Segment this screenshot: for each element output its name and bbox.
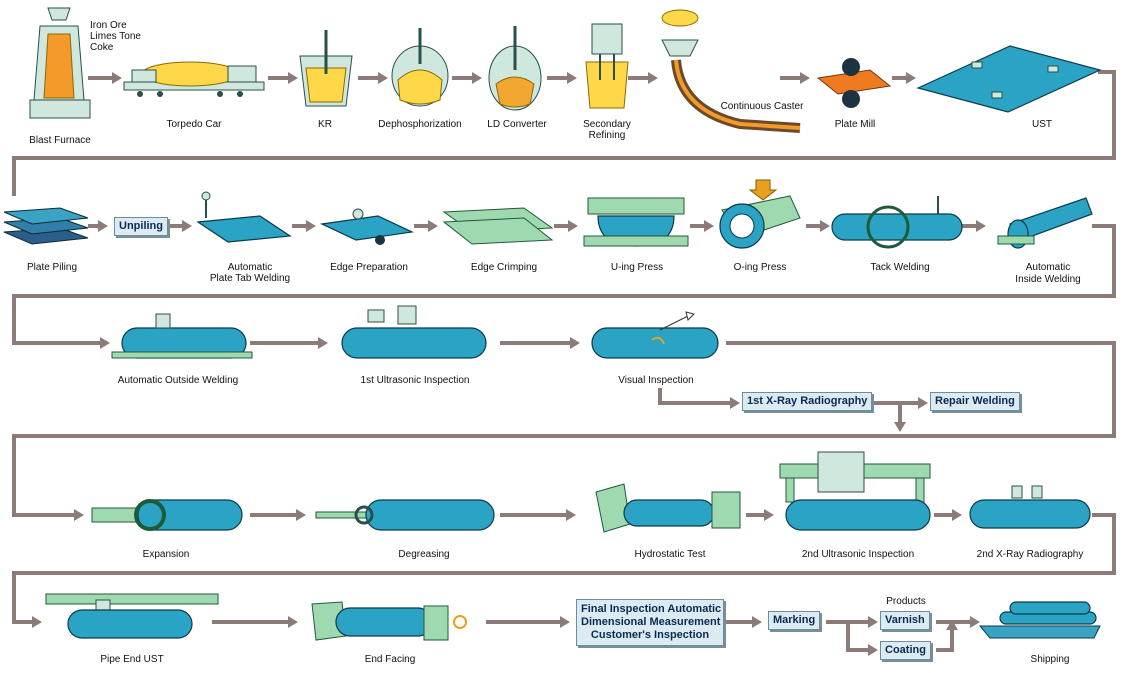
degreasing-illustration [315, 499, 495, 531]
label-u-ing-press: U-ing Press [610, 262, 664, 273]
label-first-ultrasonic: 1st Ultrasonic Inspection [360, 375, 470, 386]
raw-material-limestone: Limes Tone [90, 31, 141, 42]
label-inside-welding-2: Inside Welding [1015, 274, 1081, 285]
pipe-end-ust-illustration [45, 593, 219, 639]
label-ld-converter: LD Converter [487, 119, 547, 130]
final-inspection-line-2: Dimensional Measurement [581, 616, 721, 628]
plate-piling-illustration [3, 207, 89, 245]
dephosphorization-illustration [391, 28, 449, 107]
kr-ladle-illustration [299, 30, 353, 107]
label-expansion: Expansion [142, 549, 190, 560]
inside-welding-illustration [997, 197, 1093, 249]
ld-converter-illustration [488, 26, 542, 111]
edge-preparation-illustration [319, 208, 415, 245]
label-visual-inspection: Visual Inspection [618, 375, 694, 386]
label-pipe-end-ust: Pipe End UST [100, 654, 164, 665]
label-ust: UST [1032, 119, 1052, 130]
raw-material-iron-ore: Iron Ore [90, 20, 127, 31]
final-inspection-line-3: Customer's Inspection [590, 629, 710, 641]
flow-lines [12, 70, 1116, 656]
label-second-xray: 2nd X-Ray Radiography [976, 549, 1084, 560]
o-ing-press-illustration [719, 179, 801, 249]
label-shipping: Shipping [1030, 654, 1070, 665]
final-inspection-line-1: Final Inspection Automatic [581, 603, 722, 615]
label-products: Products [886, 596, 926, 607]
varnish-box: Varnish [880, 611, 930, 630]
label-secondary-refining-2: Refining [588, 130, 626, 141]
final-inspection-box: Final Inspection Automatic Dimensional M… [576, 599, 724, 646]
coating-box: Coating [880, 641, 931, 660]
torpedo-car-illustration [123, 61, 265, 97]
second-ultrasonic-illustration [779, 451, 931, 531]
raw-material-coke: Coke [90, 42, 114, 53]
label-edge-crimping: Edge Crimping [470, 262, 538, 273]
plate-tab-welding-illustration [196, 191, 292, 243]
ust-illustration [916, 45, 1102, 113]
first-ultrasonic-illustration [341, 305, 487, 359]
label-degreasing: Degreasing [398, 549, 450, 560]
outside-welding-illustration [111, 313, 253, 359]
label-outside-welding: Automatic Outside Welding [117, 375, 239, 386]
label-second-ultrasonic: 2nd Ultrasonic Inspection [801, 549, 915, 560]
end-facing-illustration [311, 601, 467, 641]
unpiling-box: Unpiling [114, 217, 168, 236]
label-hydrostatic-test: Hydrostatic Test [634, 549, 706, 560]
visual-inspection-illustration [591, 311, 719, 359]
marking-box: Marking [768, 611, 821, 630]
blast-furnace-illustration [29, 7, 91, 119]
repair-welding-box: Repair Welding [930, 392, 1020, 411]
label-inside-welding-1: Automatic [1025, 262, 1071, 273]
edge-crimping-illustration [442, 207, 554, 245]
second-xray-illustration [969, 485, 1091, 529]
continuous-caster-illustration [661, 9, 801, 133]
first-xray-box: 1st X-Ray Radiography [742, 392, 873, 411]
u-ing-press-illustration [583, 197, 689, 247]
plate-mill-illustration [816, 58, 892, 108]
label-dephosphorization: Dephosphorization [378, 119, 462, 130]
label-blast-furnace: Blast Furnace [29, 135, 91, 146]
expansion-illustration [91, 499, 243, 531]
label-o-ing-press: O-ing Press [733, 262, 787, 273]
label-continuous-caster: Continuous Caster [720, 101, 804, 112]
secondary-refining-illustration [585, 23, 629, 109]
shipping-illustration [978, 601, 1101, 639]
label-edge-preparation: Edge Preparation [330, 262, 408, 273]
label-tack-welding: Tack Welding [870, 262, 930, 273]
label-plate-piling: Plate Piling [26, 262, 78, 273]
label-kr: KR [318, 119, 332, 130]
label-plate-mill: Plate Mill [834, 119, 876, 130]
label-plate-tab-welding-2: Plate Tab Welding [209, 273, 291, 284]
label-end-facing: End Facing [364, 654, 416, 665]
label-torpedo-car: Torpedo Car [166, 119, 222, 130]
label-plate-tab-welding-1: Automatic [227, 262, 273, 273]
hydrostatic-test-illustration [595, 483, 741, 533]
tack-welding-illustration [831, 196, 963, 249]
label-secondary-refining-1: Secondary [583, 119, 631, 130]
